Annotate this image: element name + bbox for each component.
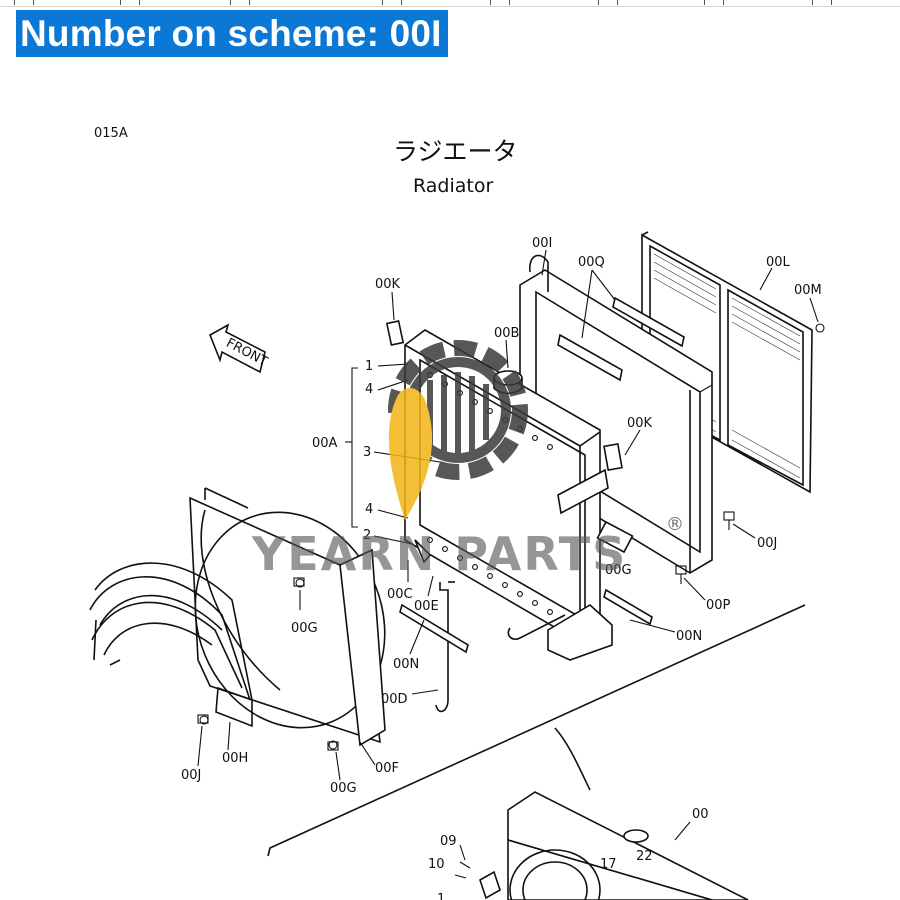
watermark-logo: YEARN PARTS ® [251,340,684,581]
callout-3: 3 [363,445,371,460]
wheat-leaf-icon [388,388,433,520]
callout-00E: 00E [414,599,439,614]
callout-00Q: 00Q [578,255,605,270]
diagram-title-english: Radiator [413,175,493,197]
callout-00M: 00M [794,283,822,298]
callout-22: 22 [636,849,653,864]
top-tab-marker [598,0,618,5]
diagram-title-japanese: ラジエータ [393,137,518,166]
callout-00C: 00C [387,587,413,602]
callout-00G-left: 00G [291,621,318,636]
callout-00F: 00F [375,761,399,776]
callout-00A: 00A [312,436,338,451]
callout-4-lower: 4 [365,502,373,517]
callout-00N-right: 00N [676,629,702,644]
leader-lines [197,249,819,781]
callout-00J-left: 00J [181,768,201,783]
top-tab-marker [490,0,510,5]
watermark-brand: YEARN PARTS [251,527,627,581]
callout-00N-mid: 00N [393,657,419,672]
page-code: 015A [94,126,128,141]
callout-17: 17 [600,857,617,872]
scheme-number-banner: Number on scheme: 00I [16,10,448,57]
top-tab-marker [14,0,34,5]
top-tab-marker [120,0,140,5]
callout-10: 10 [428,857,445,872]
registered-mark: ® [666,514,684,535]
radiator-core [385,320,634,661]
callout-00P: 00P [706,598,731,613]
callout-00G-right: 00G [605,563,632,578]
bottom-radiator-assembly [454,791,749,900]
fan-shroud [189,487,386,750]
top-tab-marker [812,0,832,5]
callout-00G-bottom: 00G [330,781,357,796]
divider-link [554,727,591,791]
callout-00K-top: 00K [375,277,401,292]
top-tab-marker [704,0,724,5]
callout-00D: 00D [381,692,408,707]
top-tab-marker [230,0,250,5]
callout-00J-right: 00J [757,536,777,551]
hose-pipes [399,539,653,713]
fan-guard [89,562,253,728]
bolts [197,323,825,751]
callout-00L: 00L [766,255,791,270]
callout-labels: 00I 00Q 00L 00M 00K 00B 00K 00A 1 4 3 4 … [181,236,822,900]
callout-00K-mid: 00K [627,416,653,431]
callout-00I: 00I [532,236,552,251]
group-bracket [351,367,358,528]
top-tab-marker [382,0,402,5]
section-divider [267,604,806,857]
callout-00H: 00H [222,751,248,766]
callout-1: 1 [365,359,373,374]
callout-09: 09 [440,834,457,849]
callout-1-bottom: 1 [437,892,445,900]
callout-00B: 00B [494,326,519,341]
callout-00: 00 [692,807,709,822]
top-border [0,0,900,7]
front-direction-arrow: FRONT [208,323,270,374]
callout-2: 2 [363,528,371,543]
callout-4-upper: 4 [365,382,373,397]
